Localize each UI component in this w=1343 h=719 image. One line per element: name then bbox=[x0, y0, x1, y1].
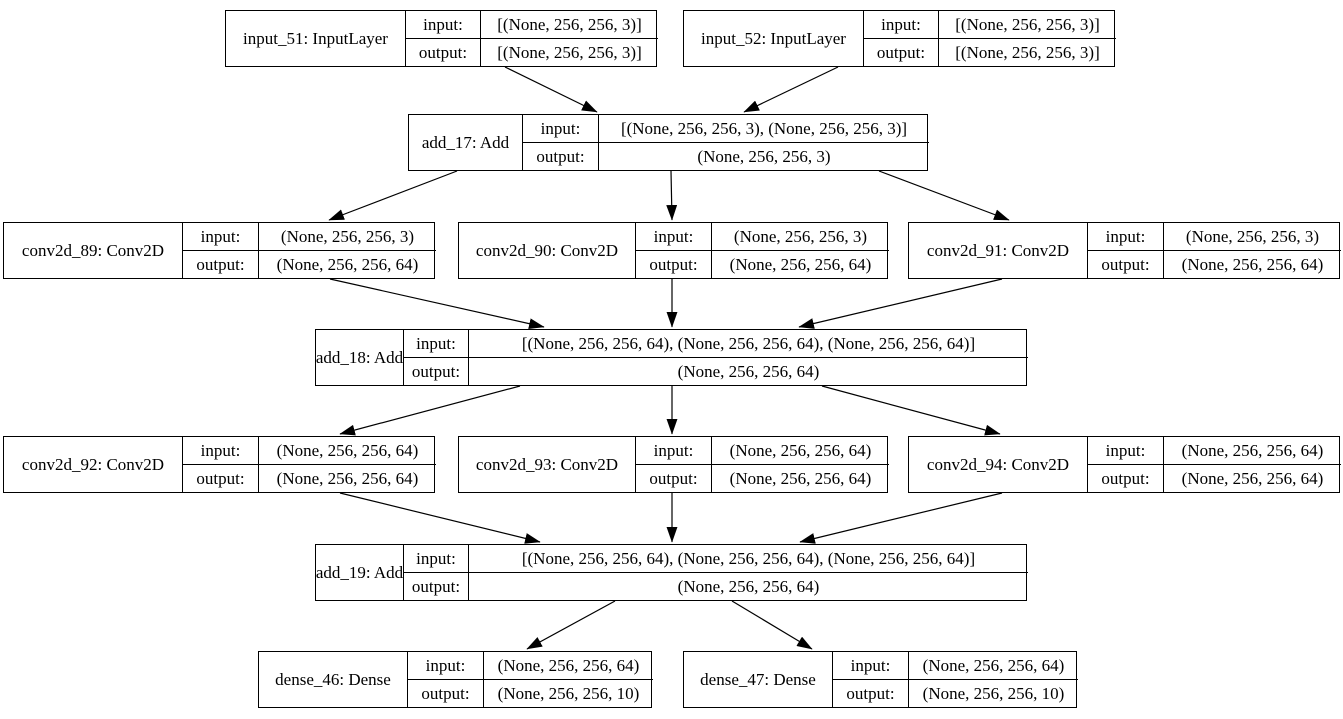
layer-title: input_51: InputLayer bbox=[226, 11, 406, 66]
layer-title: add_17: Add bbox=[409, 115, 523, 170]
layer-title: add_18: Add bbox=[316, 330, 404, 385]
output-shape-value: [(None, 256, 256, 3)] bbox=[480, 38, 658, 66]
input-shape-value: (None, 256, 256, 64) bbox=[1163, 437, 1341, 465]
layer-title: conv2d_90: Conv2D bbox=[459, 223, 636, 278]
output-label: output: bbox=[876, 42, 926, 62]
input-label: input: bbox=[183, 223, 258, 251]
layer-title: conv2d_93: Conv2D bbox=[459, 437, 636, 492]
output-label: output: bbox=[418, 42, 468, 62]
input-label: input: bbox=[183, 437, 258, 465]
input-label: input: bbox=[636, 223, 711, 251]
edge-arrow-add_17-to-conv2d_91 bbox=[878, 170, 1010, 221]
output-shape-value: (None, 256, 256, 64) bbox=[711, 250, 889, 278]
input-label: input: bbox=[1088, 437, 1163, 465]
layer-title: dense_46: Dense bbox=[259, 652, 408, 707]
input-shape-value: [(None, 256, 256, 64), (None, 256, 256, … bbox=[468, 330, 1028, 358]
input-shape-value: (None, 256, 256, 3) bbox=[711, 223, 889, 251]
input-shape-value: [(None, 256, 256, 64), (None, 256, 256, … bbox=[468, 545, 1028, 573]
input-label: input: bbox=[404, 545, 468, 573]
input-shape-value: (None, 256, 256, 64) bbox=[483, 652, 653, 680]
input-shape-value: (None, 256, 256, 64) bbox=[908, 652, 1078, 680]
output-shape-value: (None, 256, 256, 64) bbox=[468, 357, 1028, 385]
layer-title: dense_47: Dense bbox=[684, 652, 833, 707]
layer-title: conv2d_92: Conv2D bbox=[4, 437, 183, 492]
output-shape-value: (None, 256, 256, 64) bbox=[1163, 464, 1341, 492]
layer-title: add_19: Add bbox=[316, 545, 404, 600]
output-shape-value: (None, 256, 256, 64) bbox=[258, 464, 436, 492]
input-label: input: bbox=[636, 437, 711, 465]
input-label: input: bbox=[408, 652, 483, 680]
output-label: output: bbox=[1101, 468, 1150, 488]
output-label: output: bbox=[196, 254, 245, 274]
input-shape-value: (None, 256, 256, 3) bbox=[258, 223, 436, 251]
input-shape-value: (None, 256, 256, 64) bbox=[258, 437, 436, 465]
input-shape-value: [(None, 256, 256, 3), (None, 256, 256, 3… bbox=[598, 115, 929, 143]
output-shape-value: (None, 256, 256, 64) bbox=[468, 572, 1028, 600]
input-shape-value: [(None, 256, 256, 3)] bbox=[938, 11, 1116, 39]
edge-arrow-add_17-to-conv2d_89 bbox=[328, 170, 458, 221]
output-label: output: bbox=[411, 361, 461, 381]
output-shape-value: (None, 256, 256, 64) bbox=[258, 250, 436, 278]
edge-arrow-add_19-to-dense_47 bbox=[731, 600, 813, 650]
output-label: output: bbox=[649, 468, 698, 488]
edge-arrow-add_18-to-conv2d_94 bbox=[821, 385, 1001, 436]
output-label: output: bbox=[421, 683, 470, 703]
edge-arrow-conv2d_92-to-add_19 bbox=[339, 492, 541, 544]
output-label: output: bbox=[846, 683, 895, 703]
edge-arrow-add_18-to-conv2d_92 bbox=[339, 385, 521, 436]
input-shape-value: [(None, 256, 256, 3)] bbox=[480, 11, 658, 39]
edge-arrow-conv2d_89-to-add_18 bbox=[329, 278, 545, 330]
layer-title: input_52: InputLayer bbox=[684, 11, 864, 66]
layer-title: conv2d_94: Conv2D bbox=[909, 437, 1088, 492]
input-label: input: bbox=[523, 115, 598, 143]
input-label: input: bbox=[864, 11, 938, 39]
input-label: input: bbox=[404, 330, 468, 358]
output-shape-value: [(None, 256, 256, 3)] bbox=[938, 38, 1116, 66]
input-shape-value: (None, 256, 256, 3) bbox=[1163, 223, 1341, 251]
edge-arrow-add_17-to-conv2d_90 bbox=[666, 170, 678, 221]
layer-title: conv2d_91: Conv2D bbox=[909, 223, 1088, 278]
output-shape-value: (None, 256, 256, 64) bbox=[711, 464, 889, 492]
output-shape-value: (None, 256, 256, 3) bbox=[598, 142, 929, 170]
layer-title: conv2d_89: Conv2D bbox=[4, 223, 183, 278]
input-shape-value: (None, 256, 256, 64) bbox=[711, 437, 889, 465]
output-label: output: bbox=[1101, 254, 1150, 274]
output-shape-value: (None, 256, 256, 10) bbox=[483, 679, 653, 707]
output-label: output: bbox=[649, 254, 698, 274]
edge-arrow-conv2d_91-to-add_18 bbox=[798, 278, 1003, 329]
output-shape-value: (None, 256, 256, 64) bbox=[1163, 250, 1341, 278]
output-shape-value: (None, 256, 256, 10) bbox=[908, 679, 1078, 707]
edge-arrow-input_52-to-add_17 bbox=[743, 66, 839, 113]
output-label: output: bbox=[536, 146, 585, 166]
edge-arrow-conv2d_94-to-add_19 bbox=[799, 492, 1003, 544]
output-label: output: bbox=[411, 576, 461, 596]
input-label: input: bbox=[1088, 223, 1163, 251]
output-label: output: bbox=[196, 468, 245, 488]
input-label: input: bbox=[406, 11, 480, 39]
input-label: input: bbox=[833, 652, 908, 680]
edge-arrow-input_51-to-add_17 bbox=[504, 66, 598, 113]
edge-arrow-add_19-to-dense_46 bbox=[526, 600, 616, 650]
